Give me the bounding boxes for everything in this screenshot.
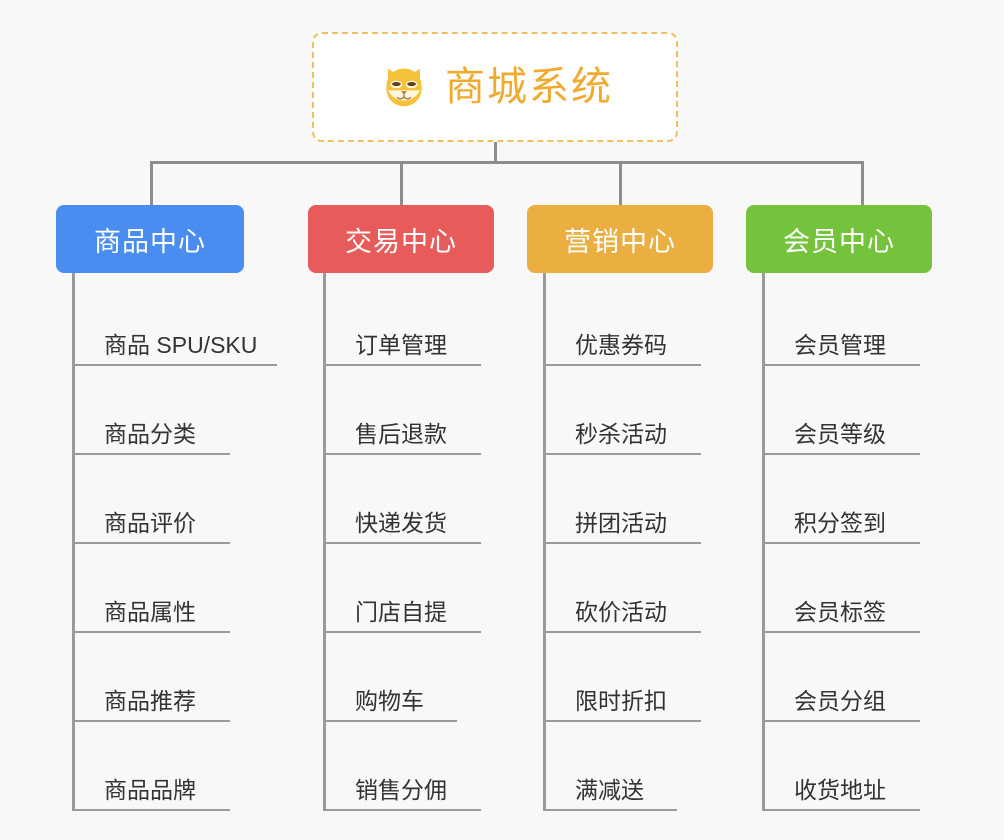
leaf-label: 优惠券码 <box>575 331 667 358</box>
leaf-label: 商品分类 <box>104 420 196 447</box>
connector-drop-2 <box>400 161 403 205</box>
branch-label: 商品中心 <box>94 226 206 257</box>
leaf-label: 商品推荐 <box>104 687 196 714</box>
connector-root-stem <box>494 142 497 164</box>
branch-label: 交易中心 <box>345 226 457 257</box>
leaf-label: 秒杀活动 <box>575 420 667 447</box>
connector-drop-3 <box>619 161 622 205</box>
leaf-rail <box>543 277 546 811</box>
leaf-label: 会员管理 <box>794 331 886 358</box>
leaf-item[interactable]: 门店自提 <box>323 544 481 633</box>
connector-drop-4 <box>861 161 864 205</box>
leaf-item[interactable]: 收货地址 <box>762 722 920 811</box>
leaf-label: 积分签到 <box>794 509 886 536</box>
connector-drop-1 <box>150 161 153 205</box>
leaf-item[interactable]: 秒杀活动 <box>543 366 701 455</box>
leaf-item[interactable]: 商品属性 <box>72 544 230 633</box>
leaf-item[interactable]: 优惠券码 <box>543 277 701 366</box>
leaf-label: 商品品牌 <box>104 776 196 803</box>
leaf-column-2: 订单管理 售后退款 快递发货 门店自提 购物车 销售分佣 <box>323 277 481 811</box>
leaf-item[interactable]: 购物车 <box>323 633 457 722</box>
leaf-label: 会员等级 <box>794 420 886 447</box>
leaf-item[interactable]: 商品分类 <box>72 366 230 455</box>
leaf-label: 限时折扣 <box>575 687 667 714</box>
branch-label: 会员中心 <box>783 226 895 257</box>
shiba-dog-icon <box>386 68 422 107</box>
leaf-item[interactable]: 会员管理 <box>762 277 920 366</box>
leaf-item[interactable]: 拼团活动 <box>543 455 701 544</box>
leaf-label: 快递发货 <box>355 509 447 536</box>
leaf-item[interactable]: 会员等级 <box>762 366 920 455</box>
root-title: 商城系统 <box>445 65 613 109</box>
leaf-rail <box>323 277 326 811</box>
leaf-label: 销售分佣 <box>355 776 447 803</box>
leaf-item[interactable]: 会员标签 <box>762 544 920 633</box>
leaf-item[interactable]: 商品品牌 <box>72 722 230 811</box>
leaf-label: 砍价活动 <box>575 598 667 625</box>
branch-box-3[interactable]: 营销中心 <box>527 205 713 273</box>
leaf-item[interactable]: 订单管理 <box>323 277 481 366</box>
branch-box-2[interactable]: 交易中心 <box>308 205 494 273</box>
leaf-label: 订单管理 <box>355 331 447 358</box>
leaf-label: 门店自提 <box>355 598 447 625</box>
leaf-item[interactable]: 售后退款 <box>323 366 481 455</box>
leaf-label: 会员标签 <box>794 598 886 625</box>
leaf-column-4: 会员管理 会员等级 积分签到 会员标签 会员分组 收货地址 <box>762 277 920 811</box>
branch-box-4[interactable]: 会员中心 <box>746 205 932 273</box>
leaf-item[interactable]: 商品评价 <box>72 455 230 544</box>
leaf-label: 商品评价 <box>104 509 196 536</box>
leaf-rail <box>72 277 75 811</box>
leaf-item[interactable]: 砍价活动 <box>543 544 701 633</box>
leaf-item[interactable]: 商品 SPU/SKU <box>72 277 277 366</box>
leaf-label: 购物车 <box>355 687 424 714</box>
leaf-item[interactable]: 快递发货 <box>323 455 481 544</box>
leaf-label: 收货地址 <box>794 776 886 803</box>
branch-label: 营销中心 <box>564 226 676 257</box>
leaf-item[interactable]: 商品推荐 <box>72 633 230 722</box>
leaf-label: 会员分组 <box>794 687 886 714</box>
leaf-label: 拼团活动 <box>575 509 667 536</box>
leaf-item[interactable]: 限时折扣 <box>543 633 701 722</box>
leaf-label: 商品属性 <box>104 598 196 625</box>
leaf-rail <box>762 277 765 811</box>
leaf-column-1: 商品 SPU/SKU 商品分类 商品评价 商品属性 商品推荐 商品品牌 <box>72 277 277 811</box>
root-node[interactable]: 商城系统 <box>312 32 678 142</box>
leaf-column-3: 优惠券码 秒杀活动 拼团活动 砍价活动 限时折扣 满减送 <box>543 277 701 811</box>
leaf-label: 商品 SPU/SKU <box>104 331 258 358</box>
branch-box-1[interactable]: 商品中心 <box>56 205 244 273</box>
leaf-label: 满减送 <box>575 776 644 803</box>
connector-bus <box>150 161 864 164</box>
leaf-item[interactable]: 积分签到 <box>762 455 920 544</box>
leaf-item[interactable]: 满减送 <box>543 722 677 811</box>
leaf-item[interactable]: 销售分佣 <box>323 722 481 811</box>
leaf-label: 售后退款 <box>355 420 447 447</box>
leaf-item[interactable]: 会员分组 <box>762 633 920 722</box>
